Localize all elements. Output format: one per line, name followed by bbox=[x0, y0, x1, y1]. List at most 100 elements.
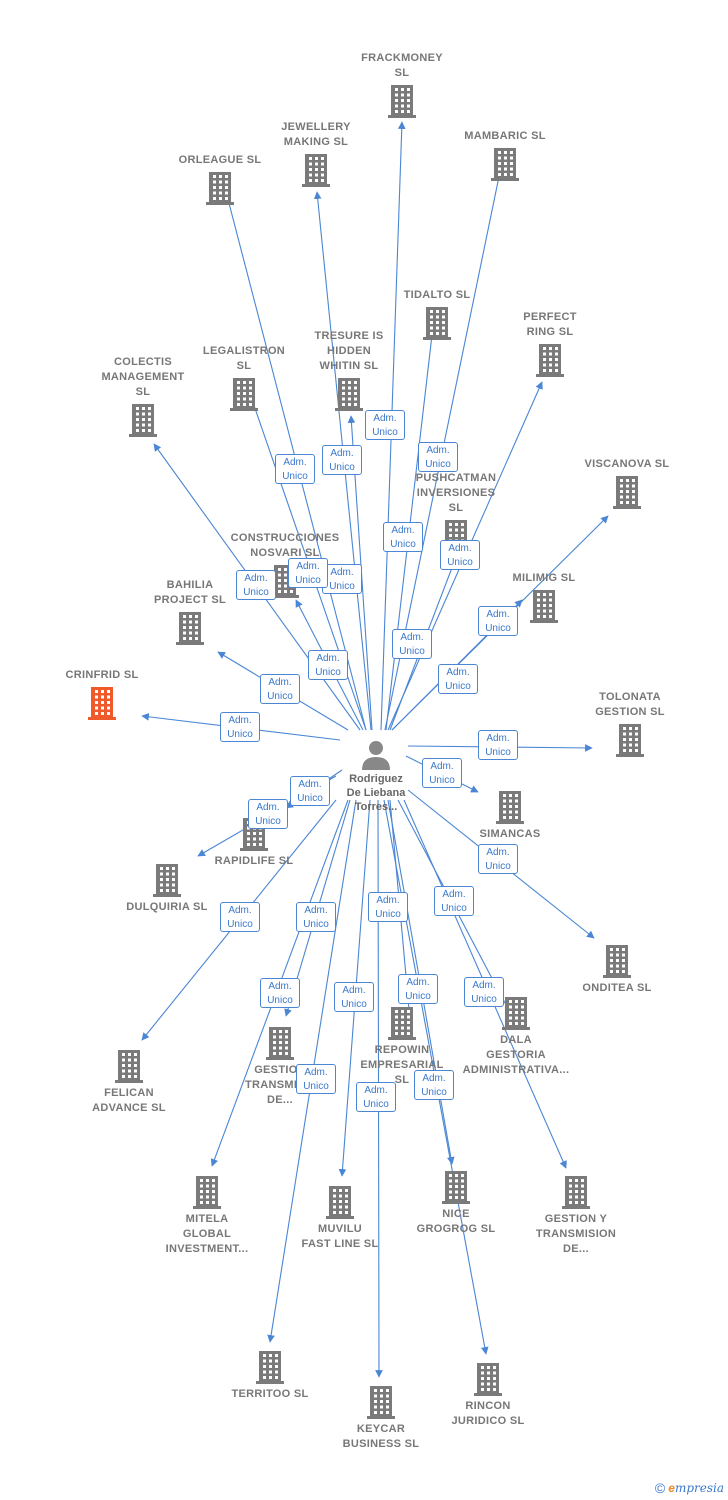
company-node-frackmoney[interactable]: FRACKMONEY SL bbox=[342, 51, 462, 121]
company-name: ORLEAGUE SL bbox=[178, 154, 262, 166]
company-name: RAPIDLIFE SL bbox=[214, 855, 294, 867]
person-node[interactable]: Rodriguez De Liebana Torres... bbox=[316, 738, 436, 814]
building-icon bbox=[88, 687, 116, 720]
role-label-mambaric[interactable]: Adm. Unico bbox=[418, 442, 458, 472]
company-name: CRINFRID SL bbox=[65, 669, 139, 681]
role-label-construcciones[interactable]: Adm. Unico bbox=[308, 650, 348, 680]
role-label-perfect[interactable]: Adm. Unico bbox=[440, 540, 480, 570]
company-node-territoo[interactable]: TERRITOO SL bbox=[210, 1347, 330, 1402]
company-node-onditea[interactable]: ONDITEA SL bbox=[557, 941, 677, 996]
company-name: JEWELLERY MAKING SL bbox=[281, 121, 351, 148]
role-label-dala[interactable]: Adm. Unico bbox=[434, 886, 474, 916]
company-node-jewellery[interactable]: JEWELLERY MAKING SL bbox=[256, 120, 376, 190]
role-label-milimig[interactable]: Adm. Unico bbox=[438, 664, 478, 694]
building-icon bbox=[326, 1186, 354, 1219]
role-label-gestion_transmis[interactable]: Adm. Unico bbox=[296, 902, 336, 932]
company-node-gestion_y[interactable]: GESTION Y TRANSMISION DE... bbox=[516, 1172, 636, 1257]
role-label-viscanova[interactable]: Adm. Unico bbox=[478, 606, 518, 636]
building-icon bbox=[193, 1176, 221, 1209]
footer-brand: © e mpresia bbox=[655, 1480, 724, 1496]
company-node-keycar[interactable]: KEYCAR BUSINESS SL bbox=[321, 1382, 441, 1452]
company-node-dala[interactable]: DALA GESTORIA ADMINISTRATIVA... bbox=[456, 993, 576, 1078]
building-icon bbox=[335, 378, 363, 411]
building-icon bbox=[423, 307, 451, 340]
building-icon bbox=[474, 1363, 502, 1396]
company-node-nice[interactable]: NICE GROGROG SL bbox=[396, 1167, 516, 1237]
building-icon bbox=[562, 1176, 590, 1209]
company-node-tresure[interactable]: TRESURE IS HIDDEN WHITIN SL bbox=[289, 329, 409, 414]
company-name: GESTION Y TRANSMISION DE... bbox=[535, 1213, 617, 1255]
role-label-tresure[interactable]: Adm. Unico bbox=[322, 564, 362, 594]
building-icon bbox=[530, 590, 558, 623]
company-node-repowin[interactable]: REPOWIN EMPRESARIAL SL bbox=[342, 1003, 462, 1088]
company-node-colectis[interactable]: COLECTIS MANAGEMENT SL bbox=[83, 355, 203, 440]
company-node-viscanova[interactable]: VISCANOVA SL bbox=[567, 457, 687, 512]
building-icon bbox=[613, 476, 641, 509]
role-label-rincon[interactable]: Adm. Unico bbox=[414, 1070, 454, 1100]
company-name: COLECTIS MANAGEMENT SL bbox=[101, 356, 185, 398]
role-label-keycar[interactable]: Adm. Unico bbox=[356, 1082, 396, 1112]
company-node-muvilu[interactable]: MUVILU FAST LINE SL bbox=[280, 1182, 400, 1252]
company-node-bahilia[interactable]: BAHILIA PROJECT SL bbox=[130, 578, 250, 648]
company-name: RINCON JURIDICO SL bbox=[451, 1400, 525, 1427]
building-icon bbox=[302, 154, 330, 187]
company-name: DALA GESTORIA ADMINISTRATIVA... bbox=[462, 1034, 570, 1076]
company-name: ONDITEA SL bbox=[582, 982, 652, 994]
role-label-pushcatman[interactable]: Adm. Unico bbox=[392, 629, 432, 659]
role-label-muvilu[interactable]: Adm. Unico bbox=[334, 982, 374, 1012]
role-label-legalistron[interactable]: Adm. Unico bbox=[288, 558, 328, 588]
building-icon bbox=[206, 172, 234, 205]
role-label-nice[interactable]: Adm. Unico bbox=[398, 974, 438, 1004]
building-icon bbox=[496, 791, 524, 824]
company-name: MUVILU FAST LINE SL bbox=[301, 1223, 379, 1250]
company-name: TRESURE IS HIDDEN WHITIN SL bbox=[314, 330, 384, 372]
company-node-legalistron[interactable]: LEGALISTRON SL bbox=[184, 344, 304, 414]
company-name: PUSHCATMAN INVERSIONES SL bbox=[415, 472, 497, 514]
role-label-rapidlife[interactable]: Adm. Unico bbox=[290, 776, 330, 806]
building-icon bbox=[536, 344, 564, 377]
role-label-gestion_y[interactable]: Adm. Unico bbox=[464, 977, 504, 1007]
company-node-perfect[interactable]: PERFECT RING SL bbox=[490, 310, 610, 380]
role-label-tidalto[interactable]: Adm. Unico bbox=[383, 522, 423, 552]
role-label-felican[interactable]: Adm. Unico bbox=[220, 902, 260, 932]
role-label-frackmoney[interactable]: Adm. Unico bbox=[365, 410, 405, 440]
role-label-orleague[interactable]: Adm. Unico bbox=[275, 454, 315, 484]
brand-logo-text: mpresia bbox=[674, 1481, 724, 1495]
building-icon bbox=[176, 612, 204, 645]
role-label-jewellery[interactable]: Adm. Unico bbox=[322, 445, 362, 475]
company-node-tidalto[interactable]: TIDALTO SL bbox=[377, 288, 497, 343]
company-name: BAHILIA PROJECT SL bbox=[153, 579, 227, 606]
role-label-territoo[interactable]: Adm. Unico bbox=[296, 1064, 336, 1094]
company-name: TIDALTO SL bbox=[403, 289, 471, 301]
company-node-tolonata[interactable]: TOLONATA GESTION SL bbox=[570, 690, 690, 760]
role-label-colectis[interactable]: Adm. Unico bbox=[236, 570, 276, 600]
company-node-dulquiria[interactable]: DULQUIRIA SL bbox=[107, 860, 227, 915]
role-label-tolonata[interactable]: Adm. Unico bbox=[478, 730, 518, 760]
company-node-felican[interactable]: FELICAN ADVANCE SL bbox=[69, 1046, 189, 1116]
role-label-onditea[interactable]: Adm. Unico bbox=[478, 844, 518, 874]
building-icon bbox=[230, 378, 258, 411]
person-name: Rodriguez De Liebana Torres... bbox=[346, 773, 406, 813]
role-label-repowin[interactable]: Adm. Unico bbox=[368, 892, 408, 922]
company-name: TOLONATA GESTION SL bbox=[595, 691, 665, 718]
role-label-simancas[interactable]: Adm. Unico bbox=[422, 758, 462, 788]
company-node-crinfrid[interactable]: CRINFRID SL bbox=[42, 668, 162, 723]
company-node-mitela[interactable]: MITELA GLOBAL INVESTMENT... bbox=[147, 1172, 267, 1257]
company-node-rincon[interactable]: RINCON JURIDICO SL bbox=[428, 1359, 548, 1429]
company-node-mambaric[interactable]: MAMBARIC SL bbox=[445, 129, 565, 184]
role-label-bahilia[interactable]: Adm. Unico bbox=[260, 674, 300, 704]
company-name: FRACKMONEY SL bbox=[361, 52, 443, 79]
role-label-crinfrid[interactable]: Adm. Unico bbox=[220, 712, 260, 742]
building-icon bbox=[388, 1007, 416, 1040]
building-icon bbox=[603, 945, 631, 978]
company-node-orleague[interactable]: ORLEAGUE SL bbox=[160, 153, 280, 208]
company-node-milimig[interactable]: MILIMIG SL bbox=[484, 571, 604, 626]
company-name: NICE GROGROG SL bbox=[416, 1208, 496, 1235]
company-name: LEGALISTRON SL bbox=[202, 345, 286, 372]
role-label-mitela[interactable]: Adm. Unico bbox=[260, 978, 300, 1008]
role-label-dulquiria[interactable]: Adm. Unico bbox=[248, 799, 288, 829]
building-icon bbox=[256, 1351, 284, 1384]
company-name: KEYCAR BUSINESS SL bbox=[342, 1423, 420, 1450]
company-name: VISCANOVA SL bbox=[584, 458, 670, 470]
building-icon bbox=[388, 85, 416, 118]
